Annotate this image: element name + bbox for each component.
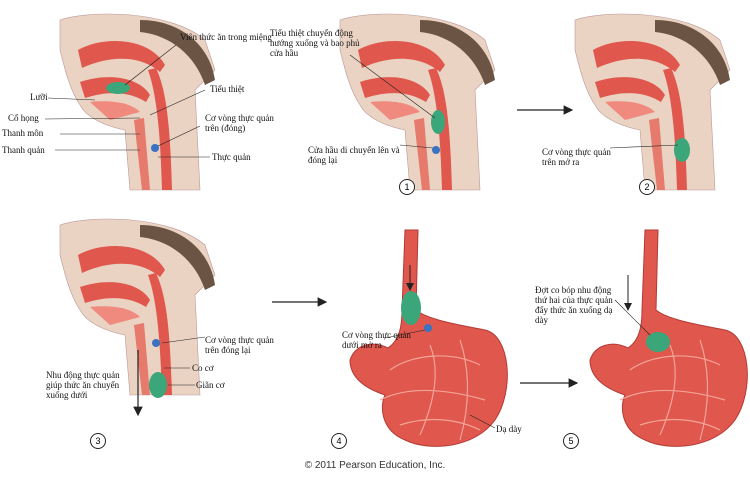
label-larynx-moves: Cửa hầu di chuyển lên và đóng lại	[308, 145, 400, 165]
label-upper-sphincter-open: Cơ vòng thực quản trên mở ra	[542, 147, 611, 167]
label-tongue: Lưỡi	[30, 92, 48, 102]
label-stomach: Dạ dày	[496, 424, 522, 434]
label-food-bolus: Viên thức ăn trong miệng	[180, 32, 272, 42]
label-upper-sphincter-closed-again: Cơ vòng thực quản trên đóng lại	[205, 335, 274, 355]
label-glottis: Thanh môn	[2, 128, 44, 138]
step-number-3: 3	[90, 433, 106, 449]
step-number-1: 1	[399, 179, 415, 195]
label-upper-sphincter-closed: Cơ vòng thực quản trên (đóng)	[205, 113, 274, 133]
step-number-4: 4	[331, 433, 347, 449]
copyright-notice: © 2011 Pearson Education, Inc.	[304, 460, 446, 471]
label-contraction: Co cơ	[192, 363, 214, 373]
step-number-5: 5	[563, 433, 579, 449]
label-peristalsis: Nhu động thực quản giúp thức ăn chuyển x…	[46, 370, 120, 400]
label-relaxation: Giãn cơ	[196, 380, 225, 390]
label-larynx: Thanh quản	[2, 145, 45, 155]
label-second-peristaltic-wave: Đợt co bóp nhu động thứ hai của thực quả…	[535, 285, 613, 325]
label-pharynx: Cổ họng	[8, 113, 39, 123]
step-number-2: 2	[639, 179, 655, 195]
label-epiglottis-moves: Tiểu thiệt chuyển động hướng xuống và ba…	[270, 28, 360, 58]
label-lower-sphincter-open: Cơ vòng thực quản dưới mở ra	[342, 330, 411, 350]
label-esophagus: Thực quản	[212, 152, 251, 162]
label-epiglottis: Tiểu thiệt	[210, 84, 245, 94]
